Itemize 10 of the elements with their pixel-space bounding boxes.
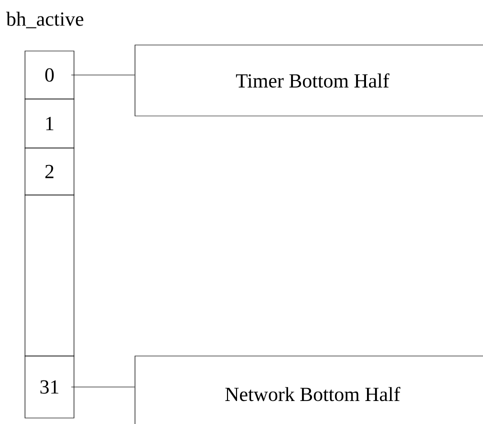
connector-line [71,386,135,388]
array-cell: 2 [24,148,74,196]
handler-box: Timer Bottom Half [134,44,483,116]
handler-box: Network Bottom Half [134,356,483,424]
connector-line [71,74,135,76]
array-cell: 1 [24,98,74,148]
array-cell [24,194,74,356]
array-cell: 31 [24,356,74,418]
array-cell: 0 [24,50,74,100]
array-name: bh_active [6,12,84,28]
